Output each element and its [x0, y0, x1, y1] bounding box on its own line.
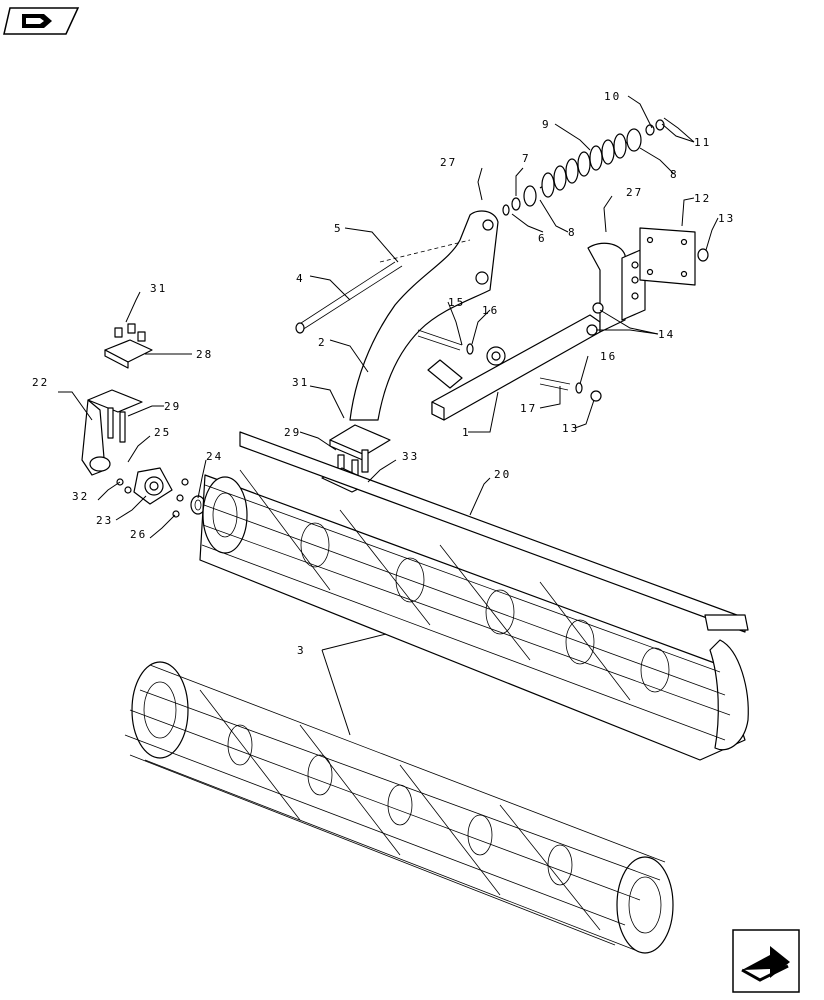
- callout-31b: 31: [292, 376, 309, 389]
- callout-27b: 27: [626, 186, 643, 199]
- callout-29b: 29: [284, 426, 301, 439]
- callout-10: 10: [604, 90, 621, 103]
- callout-14: 14: [658, 328, 675, 341]
- callout-13b: 13: [562, 422, 579, 435]
- callout-24: 24: [206, 450, 223, 463]
- callout-12: 12: [694, 192, 711, 205]
- callout-31a: 31: [150, 282, 167, 295]
- arm-assembly: [295, 210, 499, 421]
- callout-13a: 13: [718, 212, 735, 225]
- callout-27a: 27: [440, 156, 457, 169]
- upper-roller: [199, 431, 749, 761]
- callout-17: 17: [520, 402, 537, 415]
- callout-7: 7: [522, 152, 531, 165]
- callout-23: 23: [96, 514, 113, 527]
- callout-25: 25: [154, 426, 171, 439]
- leader-lines: [58, 95, 719, 736]
- callout-5: 5: [334, 222, 343, 235]
- callout-8a: 8: [568, 226, 577, 239]
- page-forward-icon[interactable]: [732, 929, 800, 993]
- frame-assembly: [417, 227, 709, 421]
- page-back-icon[interactable]: [3, 7, 80, 35]
- callout-32: 32: [72, 490, 89, 503]
- callout-20: 20: [494, 468, 511, 481]
- callout-16b: 16: [600, 350, 617, 363]
- bearing-bracket-assembly: [81, 323, 206, 518]
- callout-1: 1: [462, 426, 471, 439]
- callout-16a: 16: [482, 304, 499, 317]
- callout-33: 33: [402, 450, 419, 463]
- callout-9: 9: [542, 118, 551, 131]
- callout-15: 15: [448, 296, 465, 309]
- callout-6: 6: [538, 232, 547, 245]
- callout-26: 26: [130, 528, 147, 541]
- callout-8b: 8: [670, 168, 679, 181]
- callout-labels: 1 2 3 4 5 6 7 8 8 9 10 11 12 13 13 14 15…: [32, 90, 735, 657]
- callout-4: 4: [296, 272, 305, 285]
- callout-22: 22: [32, 376, 49, 389]
- callout-2: 2: [318, 336, 327, 349]
- spring-assembly: [502, 119, 665, 216]
- callout-29a: 29: [164, 400, 181, 413]
- callout-11: 11: [694, 136, 711, 149]
- lower-roller: [124, 661, 674, 954]
- callout-28: 28: [196, 348, 213, 361]
- callout-3: 3: [297, 644, 306, 657]
